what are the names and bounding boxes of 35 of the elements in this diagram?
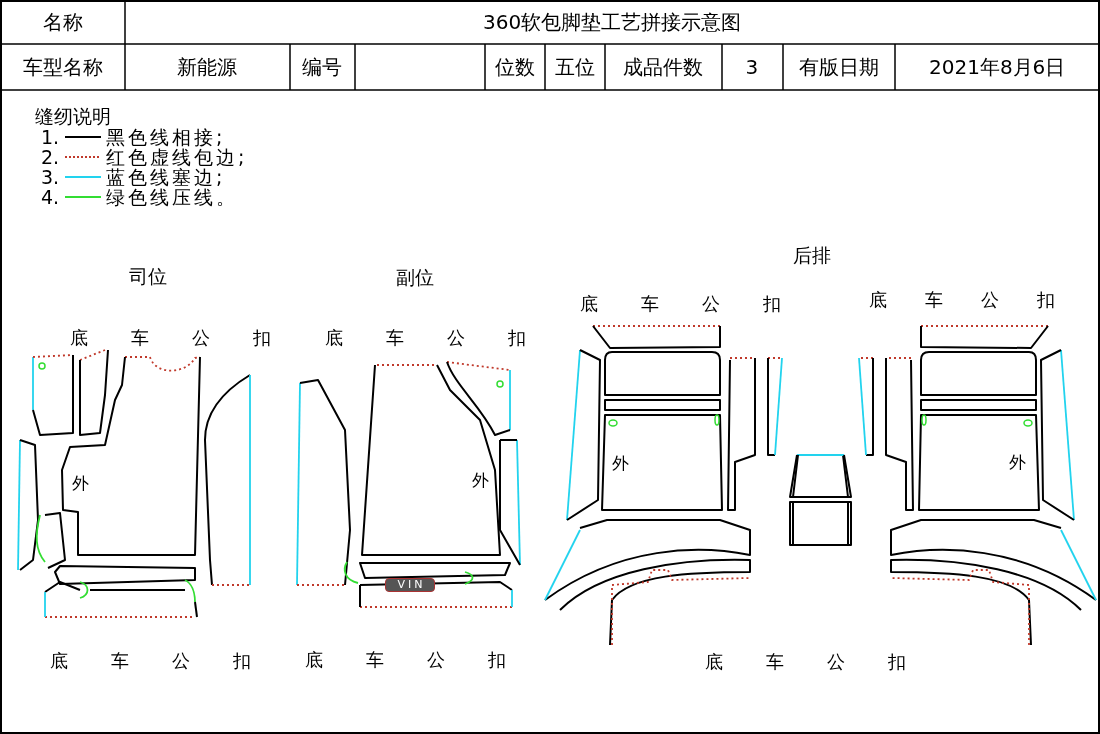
legend-heading: 缝纫说明	[35, 106, 111, 126]
table-label: 名称	[43, 12, 83, 32]
table-label: 车型名称	[23, 57, 103, 77]
legend-number: 1.	[41, 127, 60, 147]
table-label: 编号	[302, 57, 342, 77]
clip-position-label: 底车公扣	[704, 653, 949, 671]
clip-position-label: 底车公扣	[324, 329, 569, 347]
clip-position-label: 底车公扣	[49, 652, 294, 670]
legend-number: 3.	[41, 167, 60, 187]
outer-side-label: 外	[1008, 453, 1026, 471]
legend-text: 绿色线压线。	[106, 187, 238, 207]
table-label: 成品件数	[623, 57, 703, 77]
section-heading: 后排	[793, 245, 831, 265]
section-heading: 副位	[396, 267, 434, 287]
legend-text: 红色虚线包边;	[106, 147, 248, 167]
outer-side-label: 外	[71, 474, 89, 492]
clip-position-label: 底车公扣	[304, 651, 549, 669]
table-value: 3	[745, 57, 759, 77]
table-value: 五位	[555, 57, 595, 77]
table-value: 360软包脚垫工艺拼接示意图	[483, 12, 742, 32]
vin-badge: VIN	[385, 578, 435, 592]
legend-text: 蓝色线塞边;	[106, 167, 226, 187]
table-label: 有版日期	[799, 57, 879, 77]
table-value: 2021年8月6日	[929, 57, 1066, 77]
legend-number: 4.	[41, 187, 60, 207]
legend-text: 黑色线相接;	[106, 127, 226, 147]
table-label: 位数	[495, 57, 535, 77]
clip-position-label: 底车公扣	[869, 291, 1093, 309]
section-heading: 司位	[129, 266, 167, 286]
outer-side-label: 外	[611, 454, 629, 472]
clip-position-label: 底车公扣	[69, 329, 314, 347]
legend-number: 2.	[41, 147, 60, 167]
outer-side-label: 外	[471, 471, 489, 489]
clip-position-label: 底车公扣	[579, 295, 824, 313]
table-value: 新能源	[177, 57, 237, 77]
